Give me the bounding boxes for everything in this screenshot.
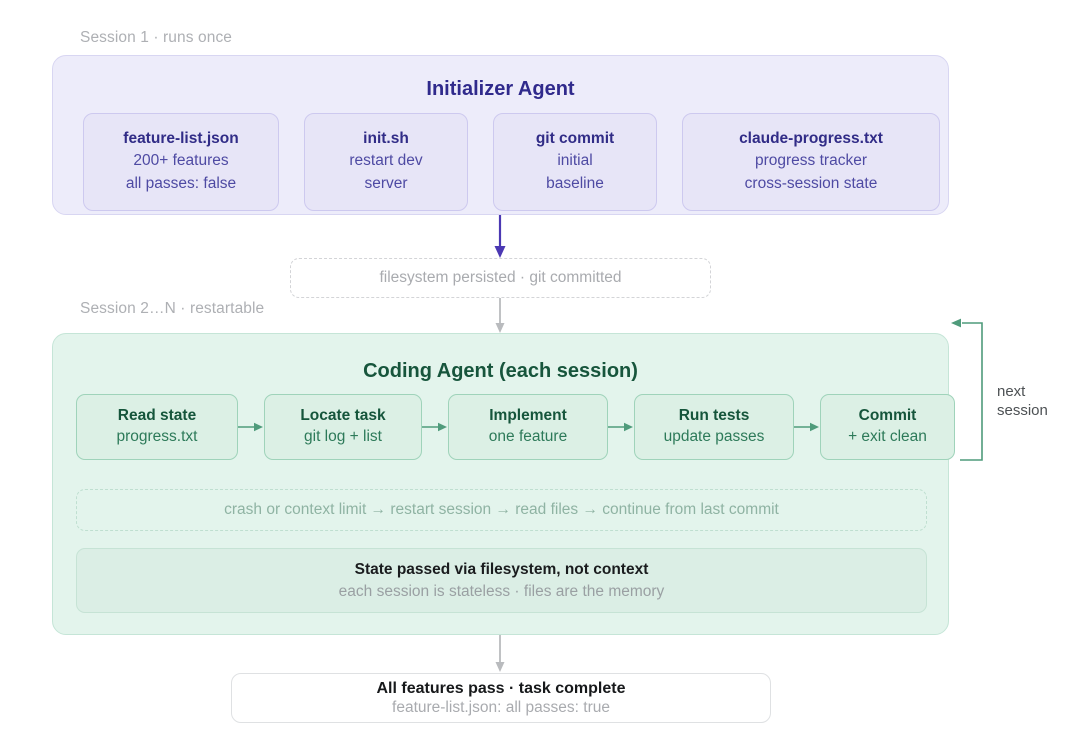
step-arrow-icon [422,420,448,434]
step-title: Run tests [678,407,750,425]
next-session-label: next session [997,383,1048,421]
initializer-agent-title: Initializer Agent [426,78,575,100]
final-title: All features pass · task complete [376,679,626,697]
step-title: Commit [858,407,917,425]
persist-note-text: filesystem persisted · git committed [379,269,622,286]
init-card-line2: cross-session state [744,174,878,192]
coding-agent-panel: Coding Agent (each session) Read state p… [52,333,955,635]
step-commit[interactable]: Commit + exit clean [820,394,955,460]
step-sub: update passes [663,428,765,445]
step-run-tests[interactable]: Run tests update passes [634,394,794,460]
session1-caption: Session 1 · runs once [80,29,233,46]
next-session-line2: session [997,401,1048,419]
next-session-loop-arrow-icon [951,318,983,461]
state-panel-sub: each session is stateless · files are th… [338,582,665,600]
arrow-coding-to-final-icon [495,635,505,672]
step-implement[interactable]: Implement one feature [448,394,608,460]
state-panel-title: State passed via filesystem, not context [354,560,649,578]
step-title: Locate task [300,407,386,425]
init-card-line1: progress tracker [755,152,867,170]
init-card-line2: all passes: false [125,174,237,192]
init-card-line1: initial [557,152,593,170]
step-arrow-icon [608,420,634,434]
crash-restart-note: crash or context limit → restart session… [76,489,927,531]
init-card-title: git commit [535,130,615,147]
step-sub: + exit clean [848,428,927,445]
coding-agent-title: Coding Agent (each session) [363,360,638,382]
coding-steps-row: Read state progress.txt Locate task git … [76,394,955,460]
step-sub: progress.txt [116,428,198,445]
initializer-agent-panel: Initializer Agent feature-list.json 200+… [52,55,949,215]
init-card-git-commit[interactable]: git commit initial baseline [493,113,657,212]
step-sub: git log + list [304,428,382,445]
init-card-line2: baseline [546,174,604,192]
step-title: Implement [489,407,567,425]
next-session-line1: next [997,383,1026,400]
step-sub: one feature [488,428,568,445]
step-arrow-icon [794,420,820,434]
init-card-line1: 200+ features [133,152,229,170]
init-card-init-sh[interactable]: init.sh restart dev server [304,113,468,212]
arrow-initializer-to-persist-icon [494,215,506,258]
init-card-title: init.sh [363,130,409,147]
step-locate-task[interactable]: Locate task git log + list [264,394,422,460]
state-passed-panel: State passed via filesystem, not context… [76,548,927,613]
initializer-cards-row: feature-list.json 200+ features all pass… [83,113,940,212]
final-outcome-box: All features pass · task complete featur… [231,673,771,723]
final-sub: feature-list.json: all passes: true [392,698,610,716]
step-arrow-icon [238,420,264,434]
session2-caption: Session 2…N · restartable [80,300,265,317]
init-card-line2: server [364,174,408,192]
init-card-title: feature-list.json [123,130,239,147]
step-read-state[interactable]: Read state progress.txt [76,394,238,460]
crash-restart-text: crash or context limit → restart session… [224,501,779,518]
step-title: Read state [117,407,197,425]
init-card-title: claude-progress.txt [739,130,883,147]
init-card-claude-progress[interactable]: claude-progress.txt progress tracker cro… [682,113,940,212]
init-card-feature-list[interactable]: feature-list.json 200+ features all pass… [83,113,279,212]
arrow-persist-to-coding-icon [495,298,505,333]
init-card-line1: restart dev [349,152,423,170]
filesystem-persisted-note: filesystem persisted · git committed [290,258,711,298]
